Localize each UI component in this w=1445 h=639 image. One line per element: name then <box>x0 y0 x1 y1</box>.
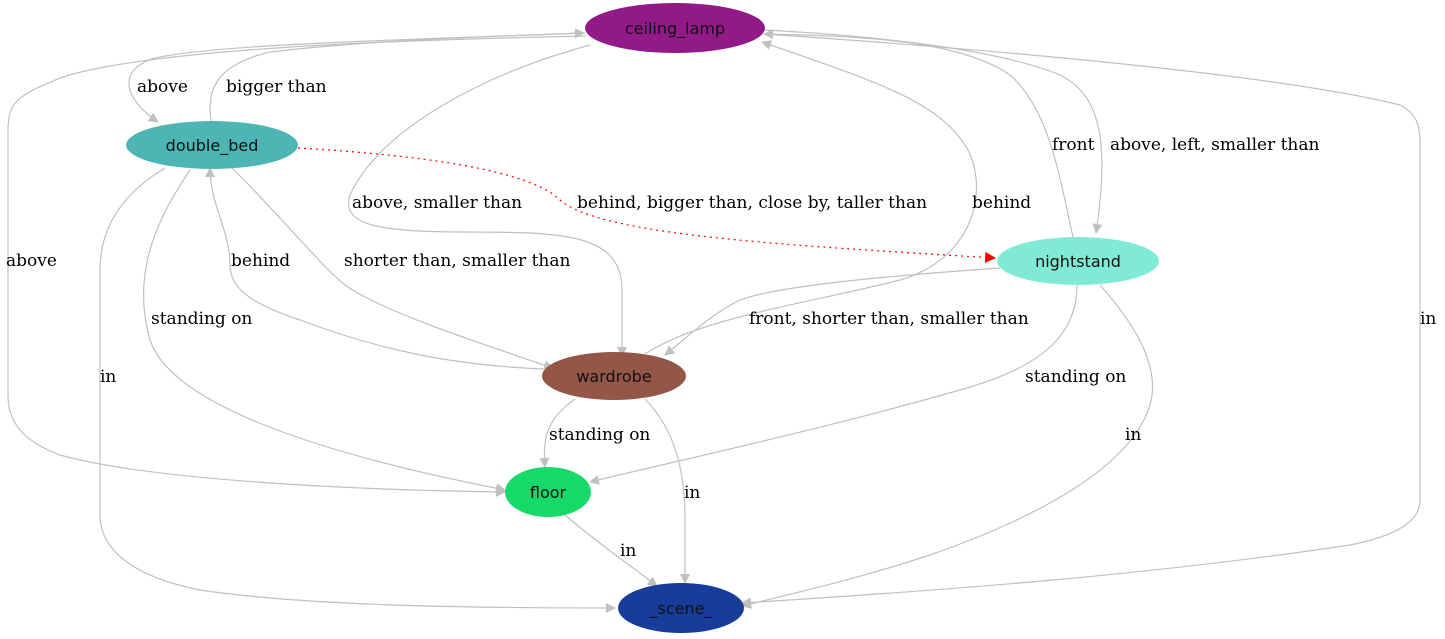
edge-nightstand-front-lamp <box>763 29 1074 238</box>
edge-label: front, shorter than, smaller than <box>749 309 1029 329</box>
edge-label: shorter than, smaller than <box>344 251 570 271</box>
node-double-bed-shape <box>126 121 298 169</box>
edge-nightstand-standing-floor <box>589 284 1078 485</box>
edge-lamp-above-bed <box>128 32 586 123</box>
edge-label: standing on <box>1025 367 1126 387</box>
node-floor[interactable]: floor <box>505 467 591 517</box>
edge-label: behind <box>231 251 290 271</box>
node-floor-label: floor <box>530 483 567 502</box>
edge-label: above <box>137 77 188 97</box>
node-double-bed[interactable]: double_bed <box>126 121 298 169</box>
edge-bed-in-scene <box>99 167 616 613</box>
edge-label: in <box>684 483 700 503</box>
edge-wardrobe-behind-lamp <box>644 40 977 355</box>
node-double-bed-label: double_bed <box>166 136 259 156</box>
node-ceiling-lamp[interactable]: ceiling_lamp <box>585 3 765 53</box>
edge-wardrobe-in-scene <box>644 398 690 584</box>
edge-label: in <box>100 367 116 387</box>
edge-bed-standing-floor <box>142 169 506 494</box>
node-scene-shape <box>618 583 744 633</box>
edge-label: bigger than <box>226 77 327 97</box>
edge-label: front <box>1052 135 1095 155</box>
edge-bed-bigger-lamp <box>209 28 585 128</box>
node-ceiling-lamp-shape <box>585 3 765 53</box>
edge-nightstand-front-wardrobe <box>664 267 1001 356</box>
edge-lamp-in-scene <box>741 33 1421 608</box>
edge-label: above, smaller than <box>352 193 522 213</box>
node-scene[interactable]: _scene_ <box>618 583 744 633</box>
node-wardrobe-label: wardrobe <box>576 367 651 386</box>
edge-wardrobe-behind-bed <box>205 167 544 370</box>
edge-wardrobe-standing-floor <box>539 398 576 468</box>
node-ceiling-lamp-label: ceiling_lamp <box>625 19 725 39</box>
edge-lamp-above-floor <box>7 35 587 497</box>
edge-lamp-above-wardrobe <box>347 44 627 357</box>
edge-bed-behind-nightstand <box>297 147 997 263</box>
node-wardrobe[interactable]: wardrobe <box>542 352 686 400</box>
edge-label: standing on <box>151 309 252 329</box>
edge-floor-in-scene <box>564 514 658 587</box>
edge-labels: above bigger than above above, smaller t… <box>6 77 1436 561</box>
node-scene-label: _scene_ <box>649 599 714 619</box>
edge-lamp-above-nightstand <box>763 29 1103 234</box>
edge-label: in <box>1125 425 1141 445</box>
node-nightstand-label: nightstand <box>1035 252 1121 271</box>
edge-label: behind <box>972 193 1031 213</box>
node-nightstand-shape <box>997 237 1159 285</box>
edges <box>7 28 1421 613</box>
edge-nightstand-in-scene <box>741 284 1154 609</box>
edge-label: standing on <box>549 425 650 445</box>
edge-label: above, left, smaller than <box>1110 135 1320 155</box>
nodes: ceiling_lamp double_bed nightstand wardr… <box>126 3 1159 633</box>
edge-label: in <box>1420 309 1436 329</box>
node-floor-shape <box>505 467 591 517</box>
edge-bed-shorter-wardrobe <box>231 167 554 370</box>
edge-label: behind, bigger than, close by, taller th… <box>577 193 927 213</box>
node-wardrobe-shape <box>542 352 686 400</box>
edge-label: above <box>6 251 57 271</box>
edge-label: in <box>620 541 636 561</box>
node-nightstand[interactable]: nightstand <box>997 237 1159 285</box>
